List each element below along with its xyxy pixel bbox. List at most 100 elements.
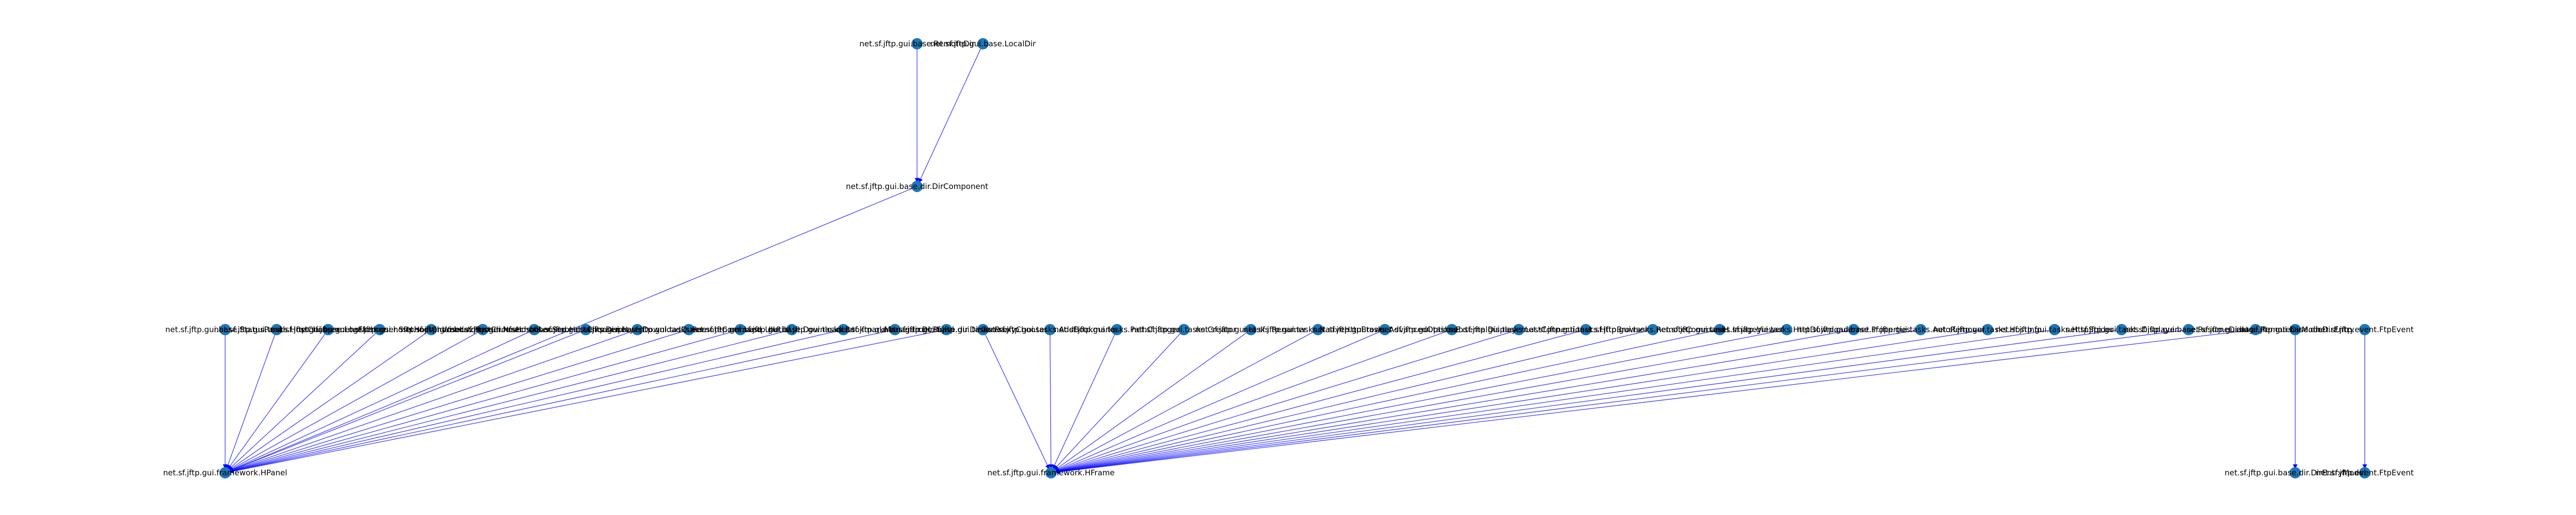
edge-p4-p0 [225, 329, 380, 473]
edge-f19-f0 [1050, 329, 2189, 474]
node-label: net.sf.jftp.gui.base.dir.DirComponent [846, 182, 988, 191]
edge-layer [223, 43, 2367, 474]
edge-f18-f0 [1050, 329, 2122, 474]
edge-f9-f0 [1050, 329, 1519, 473]
graph-node [374, 324, 385, 335]
node-label: net.sf.jftp.gui.tasks.Displayer [530, 325, 642, 334]
graph-node [529, 324, 540, 335]
node-label: net.sf.jftp.gui.base.DownloadQueue [568, 325, 706, 334]
edge-p15-p0 [225, 329, 947, 474]
edge-f11-f0 [1050, 329, 1653, 473]
graph-node [977, 324, 989, 335]
node-label: net.sf.jftp.gui.base.StatusPanel [165, 325, 285, 334]
graph-node [2359, 467, 2370, 478]
edge-p7-p0 [225, 329, 535, 473]
graph-node [580, 324, 591, 335]
graph-node [1915, 324, 1926, 335]
edge-f1-f0 [982, 329, 1052, 473]
edge-f12-f0 [1050, 329, 1720, 474]
edge-f8-f0 [1050, 329, 1452, 473]
edge-f4-f0 [1050, 329, 1184, 473]
edge-p10-p0 [225, 329, 689, 473]
graph-node [2359, 324, 2370, 335]
label-layer: net.sf.jftp.gui.base.RemoteDirnet.sf.jft… [163, 39, 2414, 477]
node-label: net.sf.jftp.gui.base.dir.DirEntry [2236, 325, 2354, 334]
graph-node [1848, 324, 1859, 335]
graph-node [1647, 324, 1658, 335]
edge-p6-p0 [225, 329, 483, 473]
node-label: net.sf.jftp.gui.framework.HPanel [163, 468, 287, 477]
node-label: net.sf.jftp.gui.base.UIUtils [691, 325, 790, 334]
graph-node [2250, 324, 2261, 335]
graph-node [1245, 324, 1257, 335]
graph-node [1781, 324, 1792, 335]
edge-f3-f0 [1050, 329, 1117, 473]
edge-f2-f0 [1048, 329, 1054, 473]
graph-node [219, 467, 231, 478]
edge-p14-p0 [225, 329, 895, 474]
graph-node [786, 324, 798, 335]
graph-node [941, 324, 952, 335]
graph-node [2049, 324, 2060, 335]
graph-node [2183, 324, 2194, 335]
graph-node [1513, 324, 1524, 335]
node-label: net.sf.jftp.gui.tasks.HostInfo [1934, 325, 2042, 334]
graph-node [1044, 324, 1056, 335]
graph-node [477, 324, 488, 335]
node-label: net.sf.jftp.gui.tasks.HttpSpider [1996, 325, 2114, 334]
graph-node [2290, 324, 2301, 335]
edge-p12-p0 [225, 329, 792, 473]
node-label: net.sf.jftp.gui.tasks.NativeHttpBrowser [1243, 325, 1393, 334]
node-label: net.sf.jftp.gui.tasks.AdvancedOptions [1313, 325, 1457, 334]
graph-node [838, 324, 849, 335]
edge-f13-f0 [1050, 329, 1787, 474]
graph-node [1312, 324, 1324, 335]
graph-node [1580, 324, 1591, 335]
node-label: net.sf.jftp.gui.hostchooser.WebdavHostCh… [340, 325, 523, 334]
graph-node [2116, 324, 2127, 335]
node-label: net.sf.jftp.gui.base.RemoteDirModel [2187, 325, 2325, 334]
graph-node [683, 324, 694, 335]
edge-p13-p0 [225, 329, 844, 473]
node-label: net.sf.jftp.gui.hostchooser.SmbHostChoos… [450, 325, 619, 334]
edge-p2-p0 [225, 329, 277, 473]
graph-node [1045, 467, 1057, 478]
edge-n2-n3 [917, 43, 984, 187]
graph-node [323, 324, 334, 335]
edge-p8-p0 [225, 329, 586, 473]
node-label: net.sf.jftp.gui.tasks.RemoteCommand [616, 325, 762, 334]
node-label: net.sf.jftp.gui.tasks.BookmarkManager [769, 325, 918, 334]
node-label: net.sf.jftp.gui.base.LogFlusher [270, 325, 387, 334]
edge-f14-f0 [1050, 329, 1854, 474]
node-label: net.sf.jftp.gui.tasks.HttpDownloader [1717, 325, 1857, 334]
graph-node [426, 324, 437, 335]
graph-node [911, 38, 923, 49]
node-label: net.sf.jftp.gui.hostchooser.SftpHostChoo… [296, 325, 464, 334]
node-label: net.sf.jftp.gui.tasks.AutoRemover [1856, 325, 1985, 334]
edge-f5-f0 [1050, 329, 1251, 473]
node-label: net.sf.jftp.gui.base.DownloadList [729, 325, 855, 334]
graph-node [1714, 324, 1725, 335]
node-label: net.sf.jftp.gui.base.ResumeDialog [2124, 325, 2253, 334]
edge-f7-f0 [1050, 329, 1385, 473]
edge-f20-f0 [1050, 329, 2256, 474]
graph-node [1446, 324, 1458, 335]
edge-p3-p0 [225, 329, 329, 473]
node-label: net.sf.jftp.gui.framework.HFrame [987, 468, 1114, 477]
edge-n3-p0 [225, 186, 918, 473]
graph-node [977, 38, 989, 49]
node-label: net.sf.jftp.gui.base.LocalDir [930, 39, 1037, 48]
edge-f15-f0 [1050, 329, 1921, 474]
node-label: net.sf.jftp.gui.base.RemoteDir [859, 39, 975, 48]
node-label: net.sf.jftp.gui.tasks.ProxyChooser [919, 325, 1048, 334]
node-label: net.sf.jftp.gui.tasks.Creator [1131, 325, 1236, 334]
node-label: net.sf.jftp.gui.tasks.HttpBrowser [1524, 325, 1649, 334]
edge-f17-f0 [1050, 329, 2055, 474]
node-label: net.sf.jftp.gui.tasks.ExternalDisplayer [1380, 325, 1524, 334]
graph-node [1111, 324, 1123, 335]
graph-node [2290, 467, 2301, 478]
node-label: net.sf.jftp.event.FtpEvent [2316, 325, 2414, 334]
node-label: net.sf.jftp.gui.tasks.ImageViewer [1656, 325, 1783, 334]
graph-node [1982, 324, 1993, 335]
node-label: net.sf.jftp.gui.base.dir.DirPanel [836, 325, 954, 334]
